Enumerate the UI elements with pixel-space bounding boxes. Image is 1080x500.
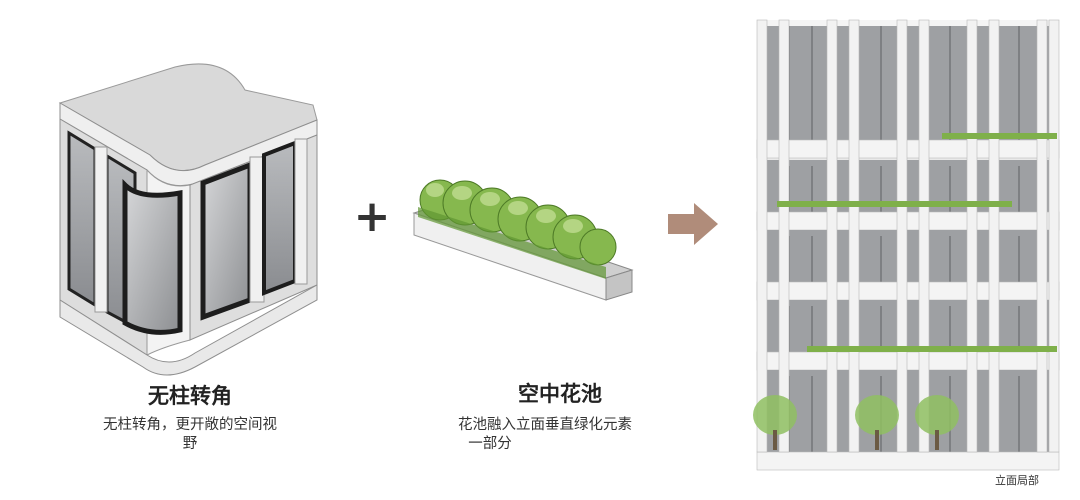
street-tree-trunk — [773, 430, 777, 450]
sky-planter-illustration — [412, 179, 634, 301]
street-tree-trunk — [875, 430, 879, 450]
facade-elevation-illustration — [753, 19, 1060, 471]
sky-planter-strip — [777, 201, 1012, 207]
window-mullion — [949, 236, 951, 282]
window-mullion — [880, 26, 882, 140]
corner-title: 无柱转角 — [148, 384, 232, 408]
street-tree-canopy — [915, 395, 959, 435]
window-mullion — [880, 166, 882, 212]
window-mullion — [949, 166, 951, 212]
window-mullion — [811, 236, 813, 282]
roof-slab — [757, 20, 1059, 26]
floor-slab — [756, 451, 1060, 471]
facade-fin — [848, 19, 860, 453]
facade-fin — [778, 19, 790, 453]
facade-fin — [756, 19, 768, 453]
window-mullion — [949, 26, 951, 140]
street-tree-canopy — [855, 395, 899, 435]
facade-fin — [896, 19, 908, 453]
facade-glazing — [757, 230, 1059, 282]
window-mullion — [811, 306, 813, 352]
column-free-corner-illustration — [58, 63, 318, 376]
window-mullion — [1018, 26, 1020, 140]
facade-fin — [966, 19, 978, 453]
facade-fin — [1036, 19, 1048, 453]
facade-glazing — [757, 370, 1059, 452]
sky-planter-strip — [942, 133, 1057, 139]
window-mullion — [811, 376, 813, 452]
floor-slab — [756, 211, 1060, 231]
result-arrow-icon — [668, 203, 718, 245]
corner-description-line2: 野 — [182, 436, 198, 452]
window-mullion — [1018, 306, 1020, 352]
window-mullion — [880, 236, 882, 282]
window-mullion — [811, 166, 813, 212]
floor-slab — [756, 351, 1060, 371]
floor-slab — [756, 281, 1060, 301]
window-mullion — [811, 26, 813, 140]
corner-description-line1: 无柱转角，更开敞的空间视 — [103, 417, 277, 433]
window-mullion — [1018, 376, 1020, 452]
elevation-caption: 立面局部 — [995, 474, 1039, 487]
planter-description-line1: 花池融入立面垂直绿化元素 — [458, 417, 632, 433]
facade-fin — [826, 19, 838, 453]
facade-fin — [1048, 19, 1060, 453]
planter-description-line2: 一部分 — [468, 436, 512, 452]
window-mullion — [1018, 166, 1020, 212]
street-tree-canopy — [753, 395, 797, 435]
window-mullion — [1018, 236, 1020, 282]
facade-fin — [988, 19, 1000, 453]
window-mullion — [949, 306, 951, 352]
facade-glazing — [757, 300, 1059, 352]
floor-slab — [756, 139, 1060, 159]
window-mullion — [880, 306, 882, 352]
street-tree-trunk — [935, 430, 939, 450]
plus-sign: + — [353, 191, 391, 242]
planter-title: 空中花池 — [518, 382, 602, 406]
facade-fin — [918, 19, 930, 453]
facade-glazing — [757, 20, 1059, 140]
sky-planter-strip — [807, 346, 1057, 352]
